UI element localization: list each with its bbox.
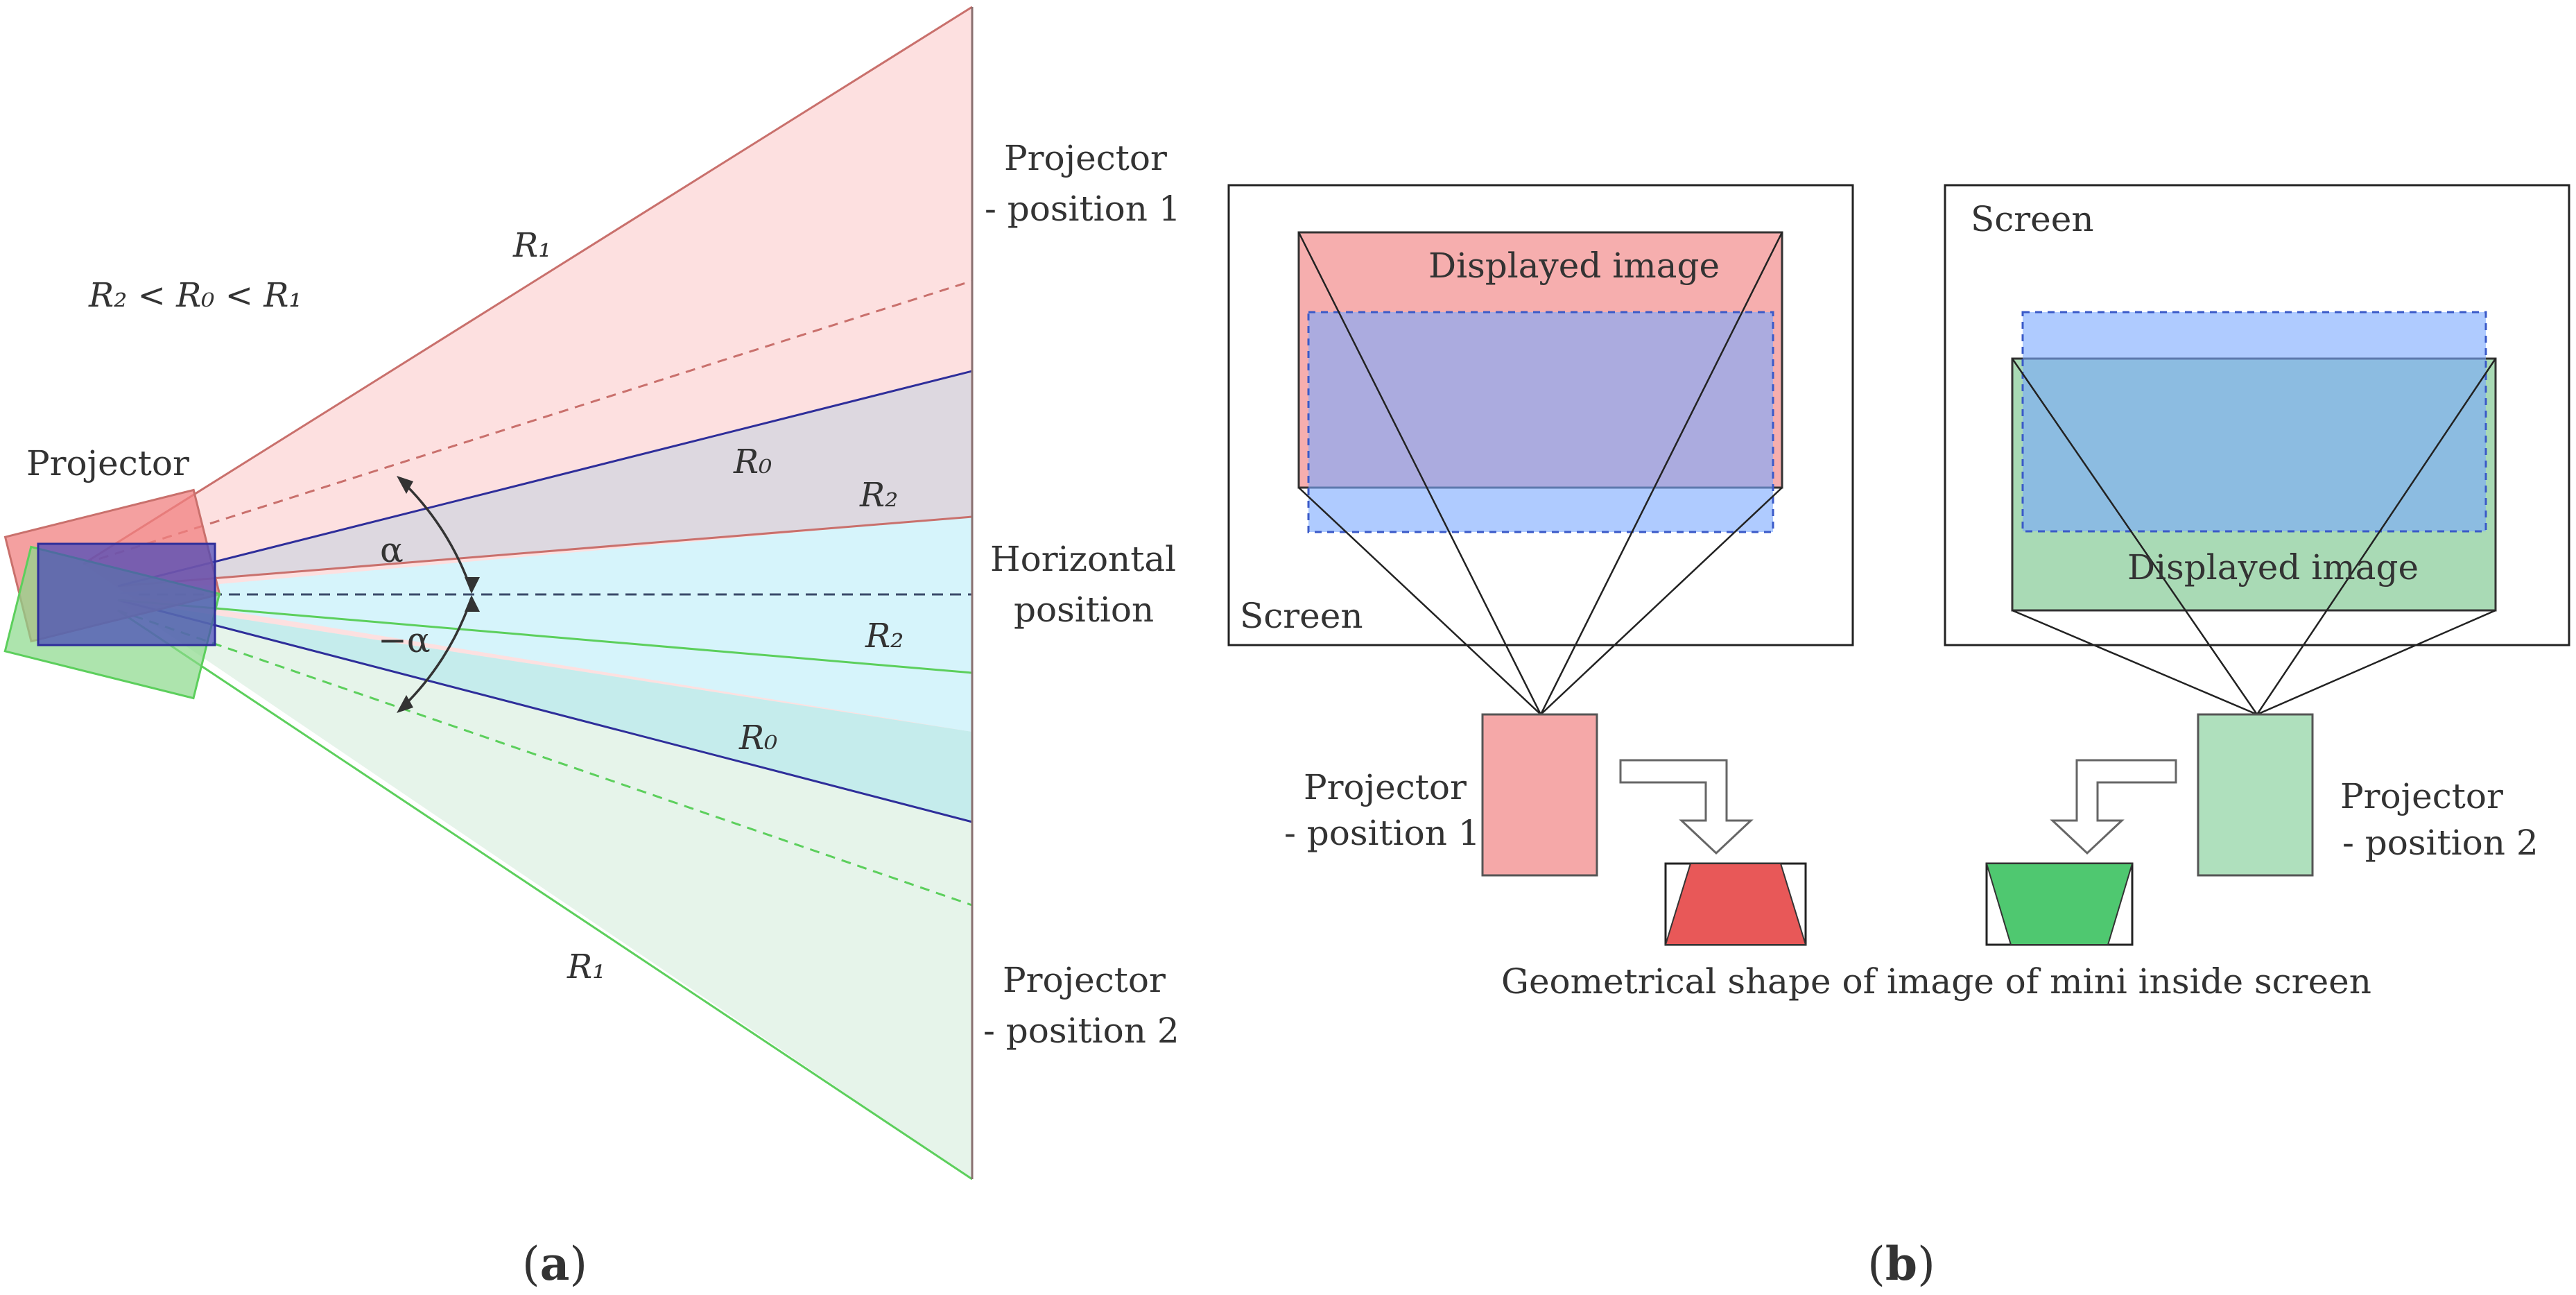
position2-label-line1: Projector bbox=[1003, 960, 1166, 1000]
r0-lower-ray bbox=[117, 599, 973, 823]
projector-blue-horizontal bbox=[37, 542, 216, 646]
panel-a-label-close: ) bbox=[569, 1237, 587, 1291]
horizontal-label-line1: Horizontal bbox=[990, 539, 1176, 579]
right-proj-line bbox=[2256, 609, 2496, 716]
panel-a-label-letter: a bbox=[540, 1237, 570, 1291]
projector-position2-box bbox=[2197, 713, 2314, 877]
proj2-label-line2: - position 2 bbox=[2342, 823, 2539, 863]
proj1-label-line2: - position 1 bbox=[1284, 813, 1480, 853]
projector-position1-box bbox=[1481, 713, 1598, 877]
horizontal-beam-cyan bbox=[118, 517, 972, 732]
horizontal-label-line2: position bbox=[1014, 590, 1154, 630]
left-proj-line bbox=[1540, 487, 1783, 715]
position1-label-line1: Projector bbox=[1004, 138, 1167, 178]
keystone-shape-position2 bbox=[1985, 863, 2134, 945]
panel-b-label-letter: b bbox=[1885, 1237, 1917, 1291]
left-displayed-image-label: Displayed image bbox=[1428, 246, 1720, 286]
panel-b-label: (b) bbox=[1867, 1237, 1935, 1291]
r1-upper-label: R₁ bbox=[512, 226, 551, 265]
right-proj-line bbox=[2011, 358, 2258, 715]
r0-upper-label: R₀ bbox=[733, 443, 772, 481]
panel-b: Screen Displayed image Screen Displayed … bbox=[1227, 184, 2570, 1291]
r2-upper-ray bbox=[117, 515, 973, 588]
proj2-label-line1: Projector bbox=[2340, 776, 2503, 816]
r0-upper-ray bbox=[117, 370, 973, 588]
left-proj-line bbox=[1539, 232, 1783, 715]
proj1-label-line1: Projector bbox=[1304, 767, 1467, 807]
r1-upper-ray bbox=[83, 6, 973, 565]
right-proj-line bbox=[2012, 609, 2258, 716]
left-screen-label: Screen bbox=[1240, 596, 1363, 636]
panel-a: R₂ < R₀ < R₁ Projector Projector - posit… bbox=[3, 6, 1181, 1291]
inequality-label: R₂ < R₀ < R₁ bbox=[88, 276, 302, 315]
position2-label-line2: - position 2 bbox=[983, 1011, 1179, 1051]
arrow-left-down-icon bbox=[2050, 759, 2177, 855]
alpha-arrowhead-bottom bbox=[465, 577, 480, 594]
r2-lower-label: R₂ bbox=[865, 617, 904, 655]
r1-lower-ray bbox=[117, 609, 973, 1181]
upper-dashed-ray bbox=[83, 280, 973, 565]
left-proj-line bbox=[1298, 487, 1541, 715]
panel-a-label-open: ( bbox=[522, 1237, 540, 1291]
lower-dashed-ray bbox=[117, 609, 973, 907]
keystone-shape-position1 bbox=[1664, 863, 1807, 945]
projector-label: Projector bbox=[26, 443, 189, 483]
caption-label: Geometrical shape of image of mini insid… bbox=[1501, 961, 2371, 1002]
left-proj-line bbox=[1297, 232, 1542, 715]
panel-b-label-close: ) bbox=[1917, 1237, 1935, 1291]
neg-alpha-arrowhead-top bbox=[465, 595, 480, 612]
left-blue-overlay bbox=[1307, 311, 1774, 533]
neg-alpha-label: −α bbox=[378, 620, 431, 660]
arrow-right-down-icon bbox=[1619, 759, 1754, 855]
alpha-label: α bbox=[380, 530, 404, 570]
r0-lower-label: R₀ bbox=[738, 719, 777, 757]
position1-label-line2: - position 1 bbox=[985, 189, 1181, 229]
right-proj-line bbox=[2256, 358, 2497, 715]
right-screen-label: Screen bbox=[1971, 199, 2094, 239]
r1-lower-label: R₁ bbox=[567, 947, 605, 986]
r2-lower-ray bbox=[117, 599, 973, 674]
neg-alpha-arrowhead-bottom bbox=[397, 695, 413, 713]
right-displayed-image-label: Displayed image bbox=[2127, 547, 2419, 588]
panel-b-label-open: ( bbox=[1867, 1237, 1885, 1291]
r2-upper-label: R₂ bbox=[859, 476, 898, 515]
alpha-arrowhead-top bbox=[397, 476, 413, 494]
panel-a-label: (a) bbox=[522, 1237, 587, 1291]
right-blue-overlay bbox=[2021, 311, 2487, 533]
